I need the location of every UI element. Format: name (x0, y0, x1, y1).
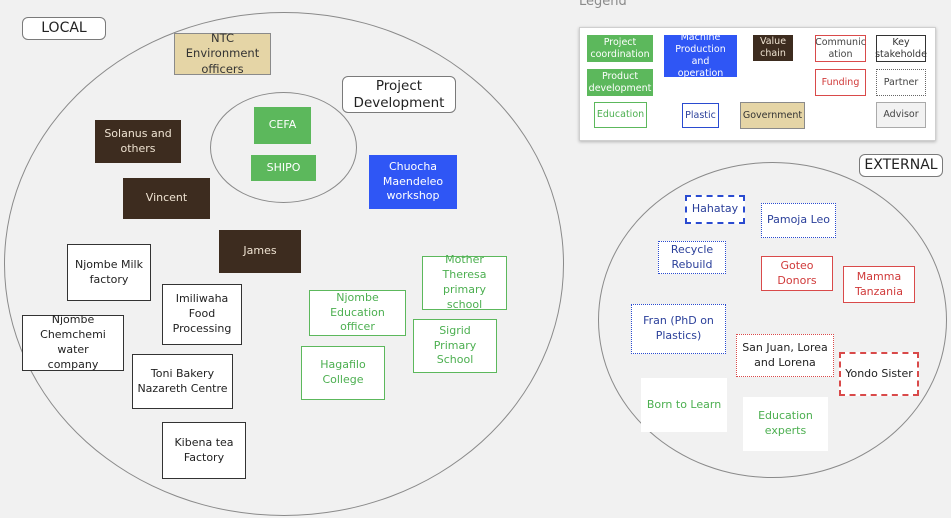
node-hagafilo-college: Hagafilo College (301, 346, 385, 400)
node-njombe-chemchemi-water-company: Njombe Chemchemi water company (22, 313, 124, 371)
local-circle (4, 12, 564, 516)
node-fran-phd-on-plastics: Fran (PhD on Plastics) (631, 304, 726, 354)
external-label: EXTERNAL (859, 154, 943, 177)
legend-key-stakeholder: Key stakeholde (875, 35, 927, 62)
project-development-circle (210, 92, 357, 203)
node-recycle-rebuild: Recycle Rebuild (658, 241, 726, 274)
node-pamoja-leo: Pamoja Leo (761, 203, 836, 238)
node-san-juan-lorea-and-lorena: San Juan, Lorea and Lorena (736, 334, 834, 377)
legend-communication: Communic ation (815, 35, 866, 62)
node-sigrid-primary-school: Sigrid Primary School (413, 319, 497, 373)
node-njombe-education-officer: Njombe Education officer (309, 290, 406, 336)
legend-title: Legend (579, 0, 627, 9)
local-label: LOCAL (22, 17, 106, 40)
node-toni-bakery-nazareth-centre: Toni Bakery Nazareth Centre (132, 354, 233, 409)
legend-machine-production: Machine Production and operation (664, 32, 737, 79)
legend-partner: Partner (876, 69, 926, 96)
node-chuocha-maendeleo-workshop: Chuocha Maendeleo workshop (369, 155, 457, 209)
external-circle (598, 162, 947, 478)
legend-product-development: Product development (587, 69, 653, 96)
legend-funding: Funding (815, 69, 866, 96)
node-education-experts: Education experts (743, 397, 828, 451)
node-cefa: CEFA (254, 107, 311, 144)
legend-advisor: Advisor (876, 102, 926, 128)
node-kibena-tea-factory: Kibena tea Factory (162, 422, 246, 479)
node-vincent: Vincent (123, 178, 210, 219)
node-mamma-tanzania: Mamma Tanzania (843, 266, 915, 303)
node-solanus-and-others: Solanus and others (95, 120, 181, 163)
node-mother-theresa-primary-school: Mother Theresa primary school (422, 253, 507, 311)
node-ntc-environment-officers: NTC Environment officers (174, 31, 271, 76)
legend-project-coordination: Project coordination (587, 35, 653, 62)
project-development-label: Project Development (342, 76, 456, 113)
legend-education: Education (594, 102, 647, 128)
node-njombe-milk-factory: Njombe Milk factory (67, 244, 151, 301)
node-imiliwaha-food-processing: Imiliwaha Food Processing (162, 284, 242, 345)
node-hahatay: Hahatay (685, 195, 745, 224)
node-yondo-sister: Yondo Sister (839, 352, 919, 396)
legend-value-chain: Value chain (753, 35, 793, 61)
node-born-to-learn: Born to Learn (641, 378, 727, 432)
node-goteo-donors: Goteo Donors (761, 256, 833, 291)
legend-government: Government (740, 102, 805, 129)
legend-plastic: Plastic (682, 103, 719, 128)
node-james: James (219, 230, 301, 273)
node-shipo: SHIPO (251, 155, 316, 181)
